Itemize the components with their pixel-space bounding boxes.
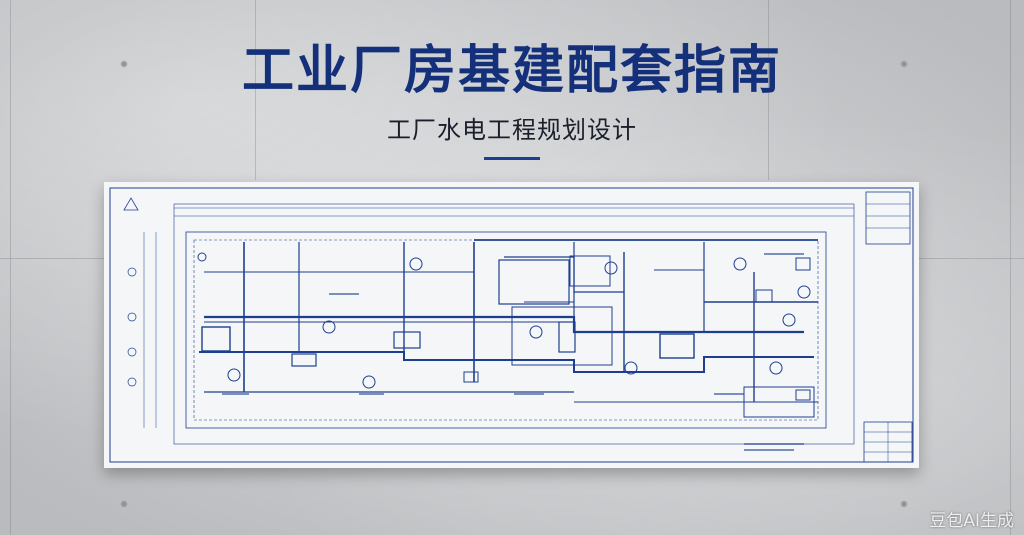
wall-seam: [768, 0, 769, 180]
secondary-pipe: [199, 351, 814, 373]
valve-box: [291, 353, 317, 367]
wall-tie-hole: [900, 60, 908, 68]
panel-box: [569, 255, 611, 287]
main-water-pipe: [204, 315, 804, 334]
north-arrow: [123, 197, 139, 211]
wall-seam: [1010, 0, 1011, 535]
page-subtitle: 工厂水电工程规划设计: [387, 116, 637, 144]
blueprint-drawing: [109, 187, 914, 463]
pump-box: [201, 326, 231, 352]
wall-tie-hole: [120, 60, 128, 68]
control-room: [498, 259, 570, 305]
wall-seam: [255, 0, 256, 180]
storage-room: [743, 386, 815, 418]
title-divider: [484, 157, 540, 160]
wall-tie-hole: [120, 500, 128, 508]
building-outline: [185, 231, 827, 429]
grid-frame: [173, 203, 855, 445]
wall-tie-hole: [900, 500, 908, 508]
equipment-box: [393, 331, 421, 349]
blueprint-sheet: [104, 182, 919, 468]
inner-wall: [193, 239, 819, 421]
ai-watermark: 豆包AI生成: [929, 511, 1014, 531]
sheet-border: [109, 187, 914, 463]
page-title: 工业厂房基建配套指南: [241, 41, 782, 101]
pump-box: [659, 333, 695, 359]
legend-block: [865, 191, 911, 245]
wall-seam: [10, 0, 11, 535]
treatment-area: [511, 306, 613, 366]
